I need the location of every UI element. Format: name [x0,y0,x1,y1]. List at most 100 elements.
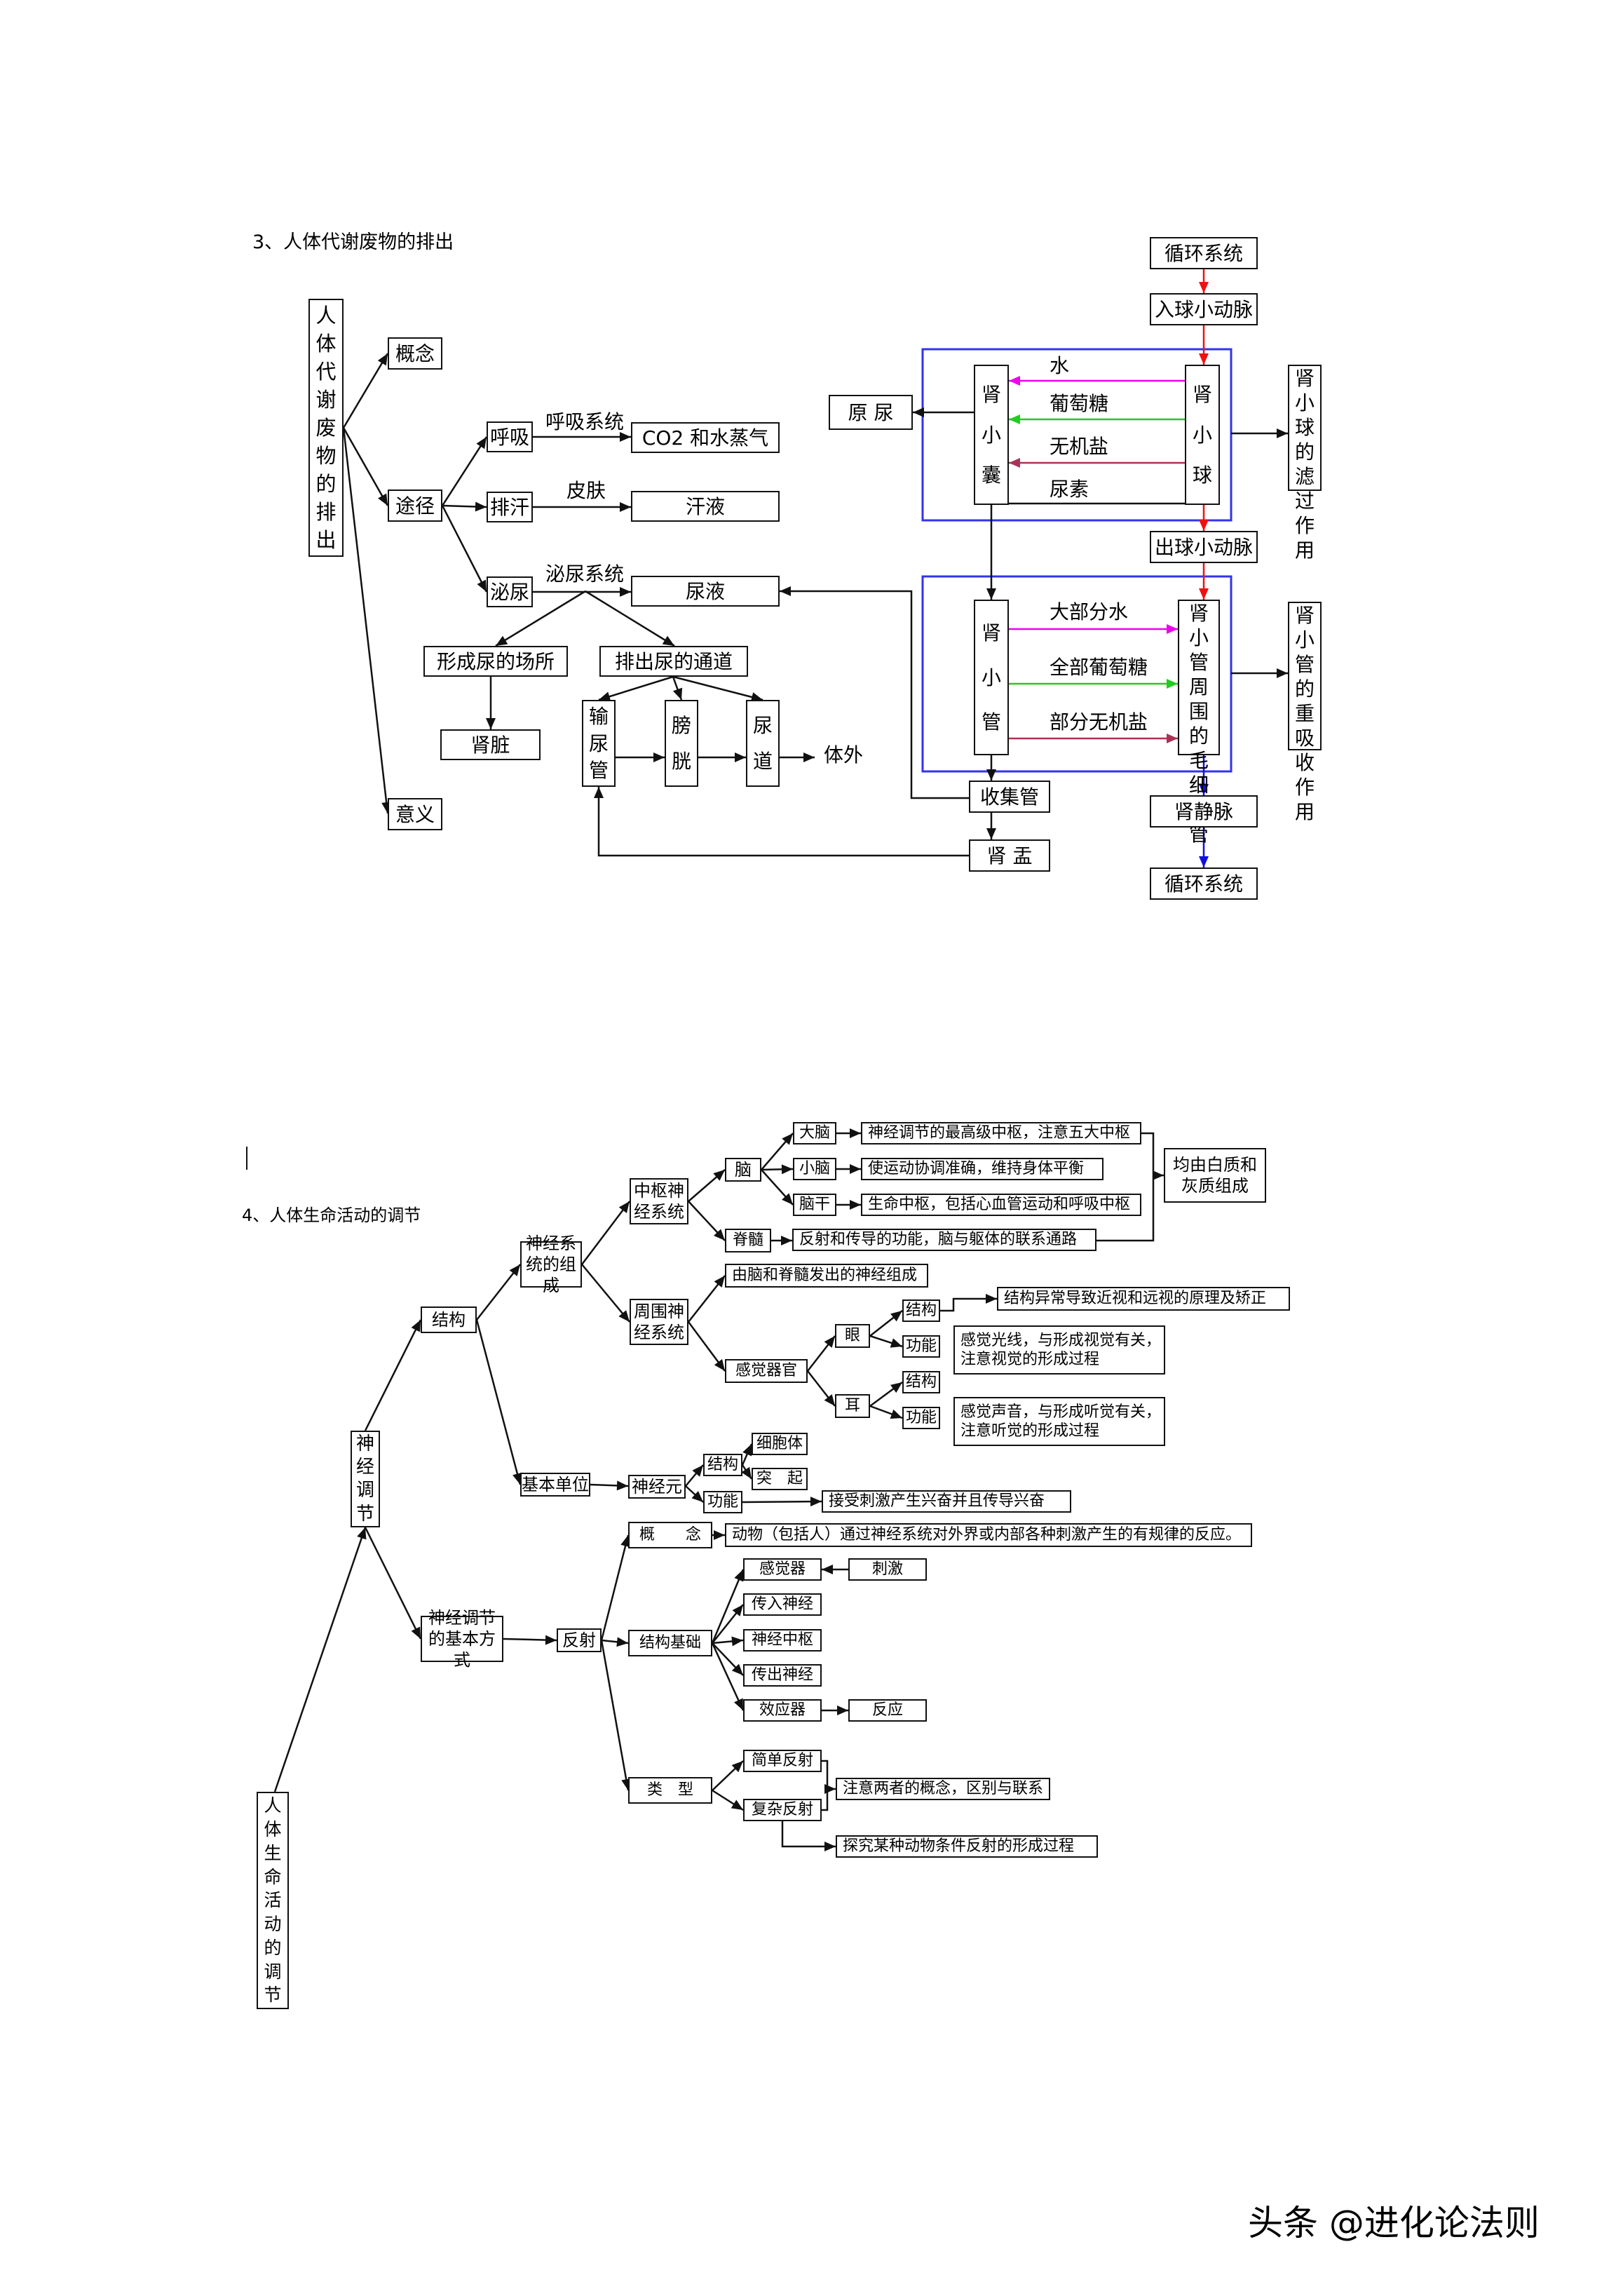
system-to-cns [581,1201,630,1265]
arc-to-afferent-arrowhead [732,1605,743,1616]
part-salts-label: 部分无机盐 [1050,710,1148,734]
neural-to-basic-way [364,1527,422,1640]
stimulus-to-receptor-arrowhead [822,1565,833,1574]
matter-note: 均由白质和灰质组成 [1164,1148,1266,1203]
brace-to-note-arrowhead [1153,1170,1164,1180]
circulation-to-afferent-arrowhead [1199,282,1209,293]
structure-to-unit-arrowhead [512,1472,522,1485]
ear-node: 耳 [835,1394,870,1418]
structure-to-system-arrowhead [509,1264,520,1276]
eye-function-desc: 感觉光线，与形成视觉有关， 注意视觉的形成过程 [953,1325,1165,1375]
ear-to-function-arrowhead [890,1409,902,1419]
neural-to-structure [364,1319,422,1431]
structure-node: 结构 [421,1306,477,1333]
urinary-system-label: 泌尿系统 [545,562,625,586]
neuron-node: 神经元 [628,1475,686,1499]
urinary-to-form-place [495,590,586,647]
eye-to-function-arrowhead [890,1338,902,1348]
basic-way-to-reflex-arrowhead [545,1635,557,1645]
discharge-to-urethra [672,675,763,701]
urethra-node: 尿道 [746,700,780,787]
reabsorb-glucose-arrowhead [1167,679,1178,689]
brain-to-brainstem-arrowhead [782,1193,793,1205]
efferent-to-capillaries-arrowhead [1199,588,1209,600]
cerebellum-to-desc-arrowhead [850,1164,861,1174]
eye-structure-node: 结构 [902,1299,940,1322]
structure-to-system [476,1264,521,1321]
urinary-to-discharge-arrowhead [662,635,674,646]
afferent-nerve-node: 传入神经 [743,1593,822,1616]
brain-to-cerebrum-arrowhead [782,1133,793,1145]
most-water-label: 大部分水 [1050,600,1129,623]
system-to-cns-arrowhead [618,1201,630,1213]
complex-to-explore [781,1821,836,1848]
circulation-bottom-node: 循环系统 [1150,867,1258,900]
function-to-desc-arrowhead [810,1497,822,1507]
filtration-frame [921,348,1232,522]
urinary-to-discharge [585,590,675,647]
eye-structure-to-desc-arrowhead [986,1294,997,1304]
stimulus-node: 刺激 [848,1558,927,1581]
filter-salts-arrowhead [1009,458,1020,468]
system-composition-node: 神经系统的组成 [520,1234,582,1295]
eye-to-structure-arrowhead [890,1311,902,1322]
cns-node: 中枢神经系统 [630,1178,688,1224]
reabsorb-salts-arrowhead [1167,734,1178,743]
basic-way-node: 神经调节的基本方式 [421,1608,503,1670]
respiratory-system-label: 呼吸系统 [545,410,625,433]
cell-body-node: 细胞体 [752,1433,808,1455]
simple-reflex-node: 简单反射 [743,1750,822,1772]
neural-to-structure-arrowhead [411,1320,421,1332]
ureter-node: 输尿管 [582,700,616,787]
neural-to-basic-way-arrowhead [411,1626,421,1639]
renal-pelvis-node: 肾 盂 [969,839,1050,872]
filtration-note: 肾小球的滤过作用 [1288,365,1322,562]
afferent-to-glomerulus-arrowhead [1199,353,1209,365]
eye-node: 眼 [835,1324,870,1348]
cns-to-brain-arrowhead [713,1170,725,1181]
sense-to-ear-arrowhead [824,1394,835,1406]
excretion-heading: 3、人体代谢废物的排出 [252,231,454,253]
root-to-route [342,427,389,506]
neuron-to-structure-arrowhead [692,1465,703,1477]
effector-node: 效应器 [743,1699,822,1722]
brainstem-desc: 生命中枢，包括心血管运动和呼吸中枢 [861,1194,1141,1216]
receptor-node: 感觉器 [743,1558,822,1581]
urea-label: 尿素 [1050,478,1089,501]
types-to-complex-arrowhead [731,1799,743,1810]
sweat-node: 排汗 [487,492,533,522]
discharge-to-ureter-arrowhead [599,691,611,701]
pns-to-sense-arrowhead [714,1358,725,1371]
root-to-concept-arrowhead [377,353,388,366]
outside-label: 体外 [824,743,864,767]
complex-to-explore-arrowhead [824,1842,836,1851]
frame-to-filtration-arrowhead [1277,428,1288,438]
pelvis-to-ureter [597,787,969,857]
form-place-to-kidney-arrowhead [486,718,496,729]
nervous-heading: 4、人体生命活动的调节 [242,1206,421,1225]
co2-node: CO2 和水蒸气 [631,422,780,453]
reflex-to-concept-arrowhead [620,1535,630,1548]
arc-to-effector-arrowhead [733,1698,743,1710]
skin-label: 皮肤 [566,479,606,502]
collecting-duct-node: 收集管 [969,781,1050,813]
root-to-route-arrowhead [378,493,388,506]
spinal-to-desc-arrowhead [781,1236,792,1245]
pns-desc: 由脑和脊髓发出的神经组成 [725,1264,928,1288]
glomerulus-node: 肾小球 [1185,365,1220,505]
reflex-arc-node: 结构基础 [628,1630,712,1656]
capsule-to-primary-urine-arrowhead [913,407,924,417]
route-to-breathe [441,436,488,506]
eye-structure-desc: 结构异常导致近视和远视的原理及矫正 [997,1287,1290,1311]
salts-label: 无机盐 [1050,435,1109,458]
neural-regulation-node: 神经调节 [351,1431,380,1527]
arc-to-center-arrowhead [731,1636,743,1647]
efferent-node: 出球小动脉 [1150,531,1258,563]
sense-to-eye-arrowhead [824,1336,835,1348]
afferent-node: 入球小动脉 [1150,293,1258,325]
urinate-node: 泌尿 [487,576,533,607]
tubule-node: 肾小管 [974,600,1009,755]
route-to-breathe-arrowhead [476,437,487,450]
function-to-desc [742,1500,822,1504]
